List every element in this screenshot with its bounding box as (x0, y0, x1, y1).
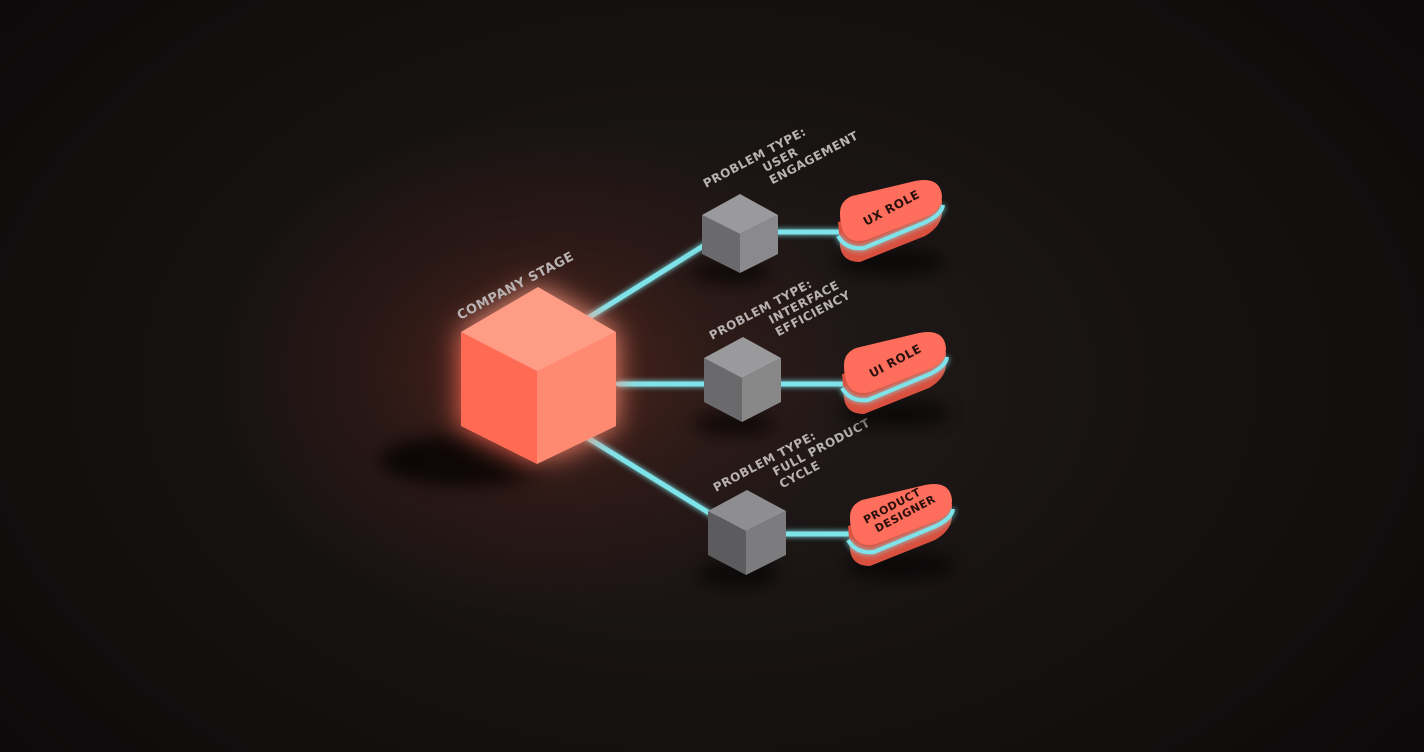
root-node: COMPANY STAGE (380, 249, 616, 486)
problem-node-2: PROBLEM TYPE: INTERFACE EFFICIENCY (694, 277, 853, 436)
role-node-1: UX ROLE (835, 180, 945, 274)
problem-1-label: PROBLEM TYPE: USER ENGAGEMENT (701, 104, 861, 216)
connectors-roles (771, 229, 855, 537)
problem-1-right-face (740, 215, 778, 273)
problem-1-top-face (702, 194, 778, 234)
root-cube-top-face (461, 287, 616, 371)
problem-3-top-face (708, 490, 786, 531)
role-node-2: UI ROLE (839, 332, 949, 426)
problem-3-left-face (708, 511, 746, 575)
connector-root-to-problem-1 (585, 235, 719, 321)
problem-1-left-face (702, 215, 740, 273)
role-1-chip-glow-band (836, 204, 945, 251)
problem-node-1: PROBLEM TYPE: USER ENGAGEMENT (690, 104, 861, 284)
role-2-chip-top (844, 332, 946, 393)
role-2-chip-glow-band (840, 356, 949, 403)
role-1-chip-top (840, 180, 942, 241)
connector-root-to-problem-3 (572, 427, 717, 519)
problem-2-right-face (742, 358, 781, 422)
problem-2-top-face (704, 337, 781, 378)
problem-3-right-face (746, 511, 786, 575)
role-node-3: PRODUCT DESIGNER (845, 484, 955, 578)
connectors-root (572, 235, 719, 519)
role-3-chip-top (850, 484, 952, 545)
root-cube-right-face (537, 332, 616, 464)
problem-2-left-face (704, 358, 742, 422)
root-cube-left-face (461, 332, 537, 464)
role-3-chip-glow-band (846, 508, 955, 555)
problem-node-2-shadow (694, 412, 774, 436)
